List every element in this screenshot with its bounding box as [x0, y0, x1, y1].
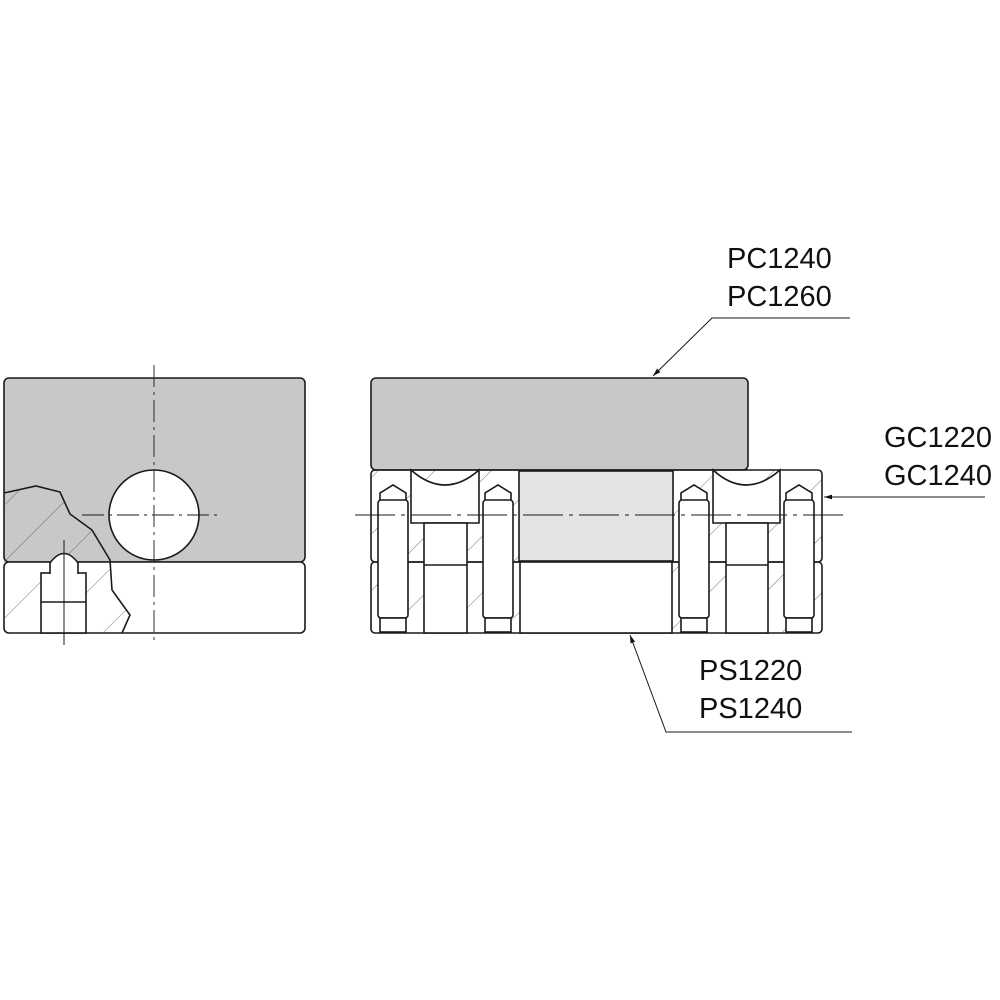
side-view: [3, 365, 306, 645]
label-gc1240: GC1240: [884, 460, 993, 492]
front-view: [355, 377, 848, 634]
label-gc1220: GC1220: [884, 422, 993, 454]
label-bottom-group: PS1220 PS1240: [699, 652, 802, 728]
carrier-block: [370, 377, 749, 471]
pins: [377, 484, 815, 633]
center-insert: [518, 470, 674, 562]
label-ps1220: PS1220: [699, 655, 803, 687]
label-pc1260: PC1260: [727, 281, 832, 313]
label-pc1240: PC1240: [727, 243, 832, 275]
label-side-group: GC1220 GC1240: [884, 419, 992, 495]
groove-left: [410, 468, 480, 524]
label-ps1240: PS1240: [699, 693, 803, 725]
groove-right: [712, 468, 781, 524]
leader-bottom: [629, 634, 852, 733]
center-gap: [519, 561, 673, 634]
label-top-group: PC1240 PC1260: [727, 240, 832, 316]
leader-top: [652, 317, 850, 377]
